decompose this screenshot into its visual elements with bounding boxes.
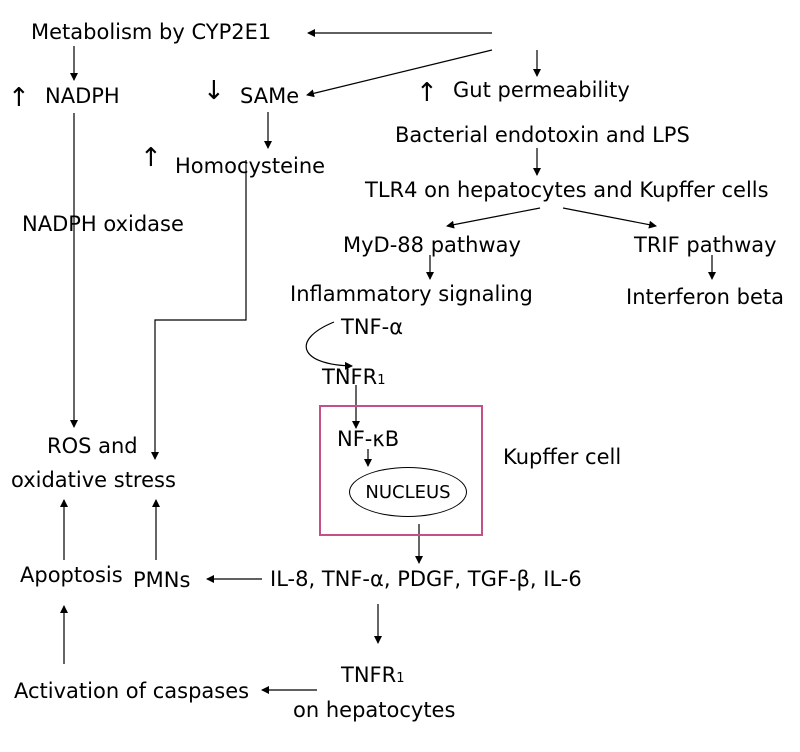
trif-node: TRIF pathway [634, 233, 777, 257]
arrow-tlr4-trif [562, 207, 657, 229]
pmns-node: PMNs [133, 568, 191, 592]
nadph-increase-indicator: ↑ [8, 83, 30, 113]
homocysteine-node: Homocysteine [175, 154, 326, 178]
nucleus-ellipse: NUCLEUS [349, 467, 467, 517]
ros-label-line1: ROS and [47, 434, 138, 458]
ros-label-line2: oxidative stress [11, 468, 176, 492]
tnfr1-node: TNFR1 [322, 365, 386, 389]
nadph-node: NADPH [45, 84, 120, 108]
caspases-node: Activation of caspases [14, 679, 250, 703]
same-decrease-indicator: ↓ [203, 76, 225, 106]
arrow-tnf-tnfr1 [305, 321, 353, 370]
nfkb-node: NF-κB [337, 427, 400, 451]
inflammatory-signaling-node: Inflammatory signaling [290, 282, 533, 306]
nucleus-label: NUCLEUS [365, 481, 451, 503]
metabolism-node: Metabolism by CYP2E1 [31, 20, 272, 44]
same-node: SAMe [240, 84, 300, 108]
cytokines-node: IL-8, TNF-α, PDGF, TGF-β, IL-6 [270, 567, 582, 591]
tnfr1-hepatocytes-node: TNFR1 [341, 663, 405, 687]
apoptosis-node: Apoptosis [20, 563, 123, 587]
gut-increase-indicator: ↑ [416, 78, 438, 108]
arrow-homocysteine-ros [151, 160, 247, 460]
tlr4-node: TLR4 on hepatocytes and Kupffer cells [365, 178, 769, 202]
nadph-oxidase-node: NADPH oxidase [22, 212, 184, 236]
gut-permeability-node: Gut permeability [453, 78, 630, 102]
kupffer-cell-label: Kupffer cell [503, 445, 622, 469]
endotoxin-node: Bacterial endotoxin and LPS [395, 123, 690, 147]
kupffer-cell-box [319, 405, 483, 536]
tnf-alpha-node: TNF-α [341, 315, 404, 339]
interferon-beta-node: Interferon beta [626, 285, 784, 309]
myd88-node: MyD-88 pathway [343, 233, 521, 257]
homocysteine-increase-indicator: ↑ [140, 143, 162, 173]
on-hepatocytes-label: on hepatocytes [293, 698, 456, 722]
arrow-to-same [306, 49, 493, 98]
arrow-tlr4-myd88 [446, 207, 541, 229]
